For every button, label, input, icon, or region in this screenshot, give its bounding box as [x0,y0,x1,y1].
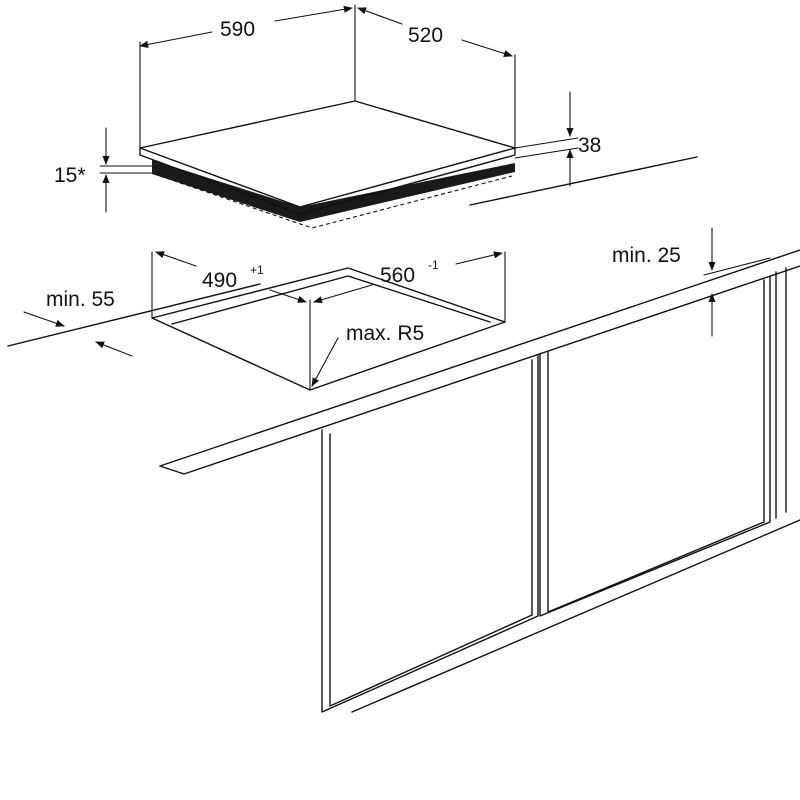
cabinet-left-door [321,355,539,713]
extension-lines [99,4,771,276]
hob [139,100,516,229]
label-hob-width: 590 [220,18,255,41]
cabinet-right-door [539,275,771,617]
dim-hob-width [139,5,353,48]
label-cutout-depth-tolerance: +1 [250,263,264,277]
dim-front-margin [23,311,133,357]
label-hob-height: 38 [578,134,601,157]
label-hob-front-height: 15* [54,164,86,187]
worktop [7,156,800,475]
dim-corner-radius [311,337,339,387]
dim-hob-depth [357,7,513,57]
label-front-margin: min. 55 [46,288,115,311]
label-cutout-width-tolerance: -1 [428,258,439,272]
cabinet-plinth [351,267,800,713]
worktop-cutout [151,251,506,391]
label-cutout-depth: 490 [202,269,237,292]
label-corner-radius: max. R5 [346,322,424,345]
label-cutout-width: 560 [380,264,415,287]
label-wall-clearance: min. 25 [612,244,681,267]
dim-cutout-depth [155,251,307,303]
label-hob-depth: 520 [408,24,443,47]
dim-cutout-width [313,251,503,304]
